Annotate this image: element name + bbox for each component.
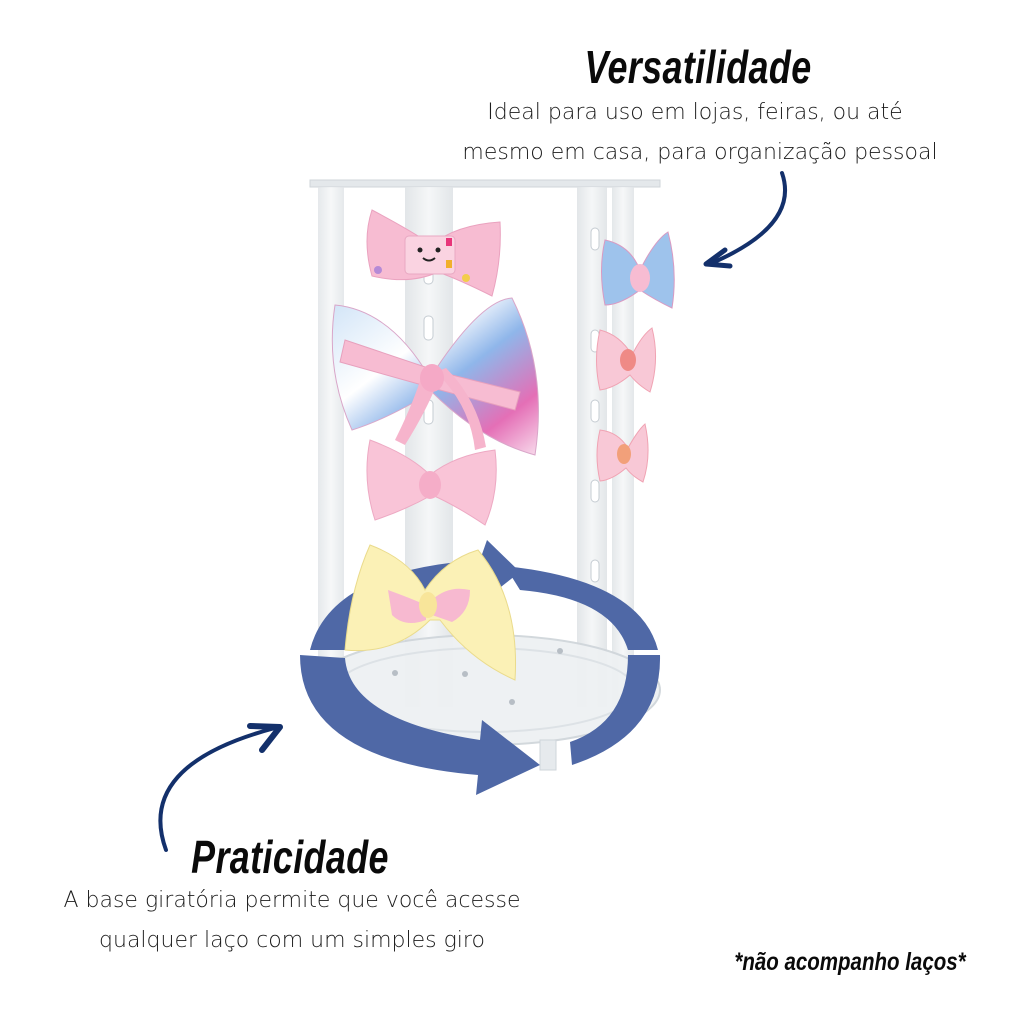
bows-small-right [596, 231, 675, 483]
feature-description-versatilidade-line-1: Ideal para uso em lojas, feiras, ou até [487, 100, 903, 125]
bow-pink-plain [366, 439, 497, 526]
feature-description-praticidade-line-1: A base giratória permite que você acesse [63, 888, 521, 913]
curved-arrow-top-icon [703, 171, 788, 269]
bow-unicorn [331, 297, 539, 456]
bow-yellow [344, 544, 517, 681]
feature-description-versatilidade-line-2: mesmo em casa, para organização pessoal [462, 140, 938, 165]
feature-title-versatilidade: Versatilidade [584, 41, 812, 93]
rotation-ring-front [300, 655, 661, 795]
bow-love [366, 209, 501, 297]
curved-arrow-bottom-icon [158, 723, 283, 852]
feature-description-praticidade-line-2: qualquer laço com um simples giro [99, 928, 485, 953]
disclaimer-note: *não acompanho laços* [734, 948, 966, 976]
feature-title-praticidade: Praticidade [191, 831, 389, 883]
